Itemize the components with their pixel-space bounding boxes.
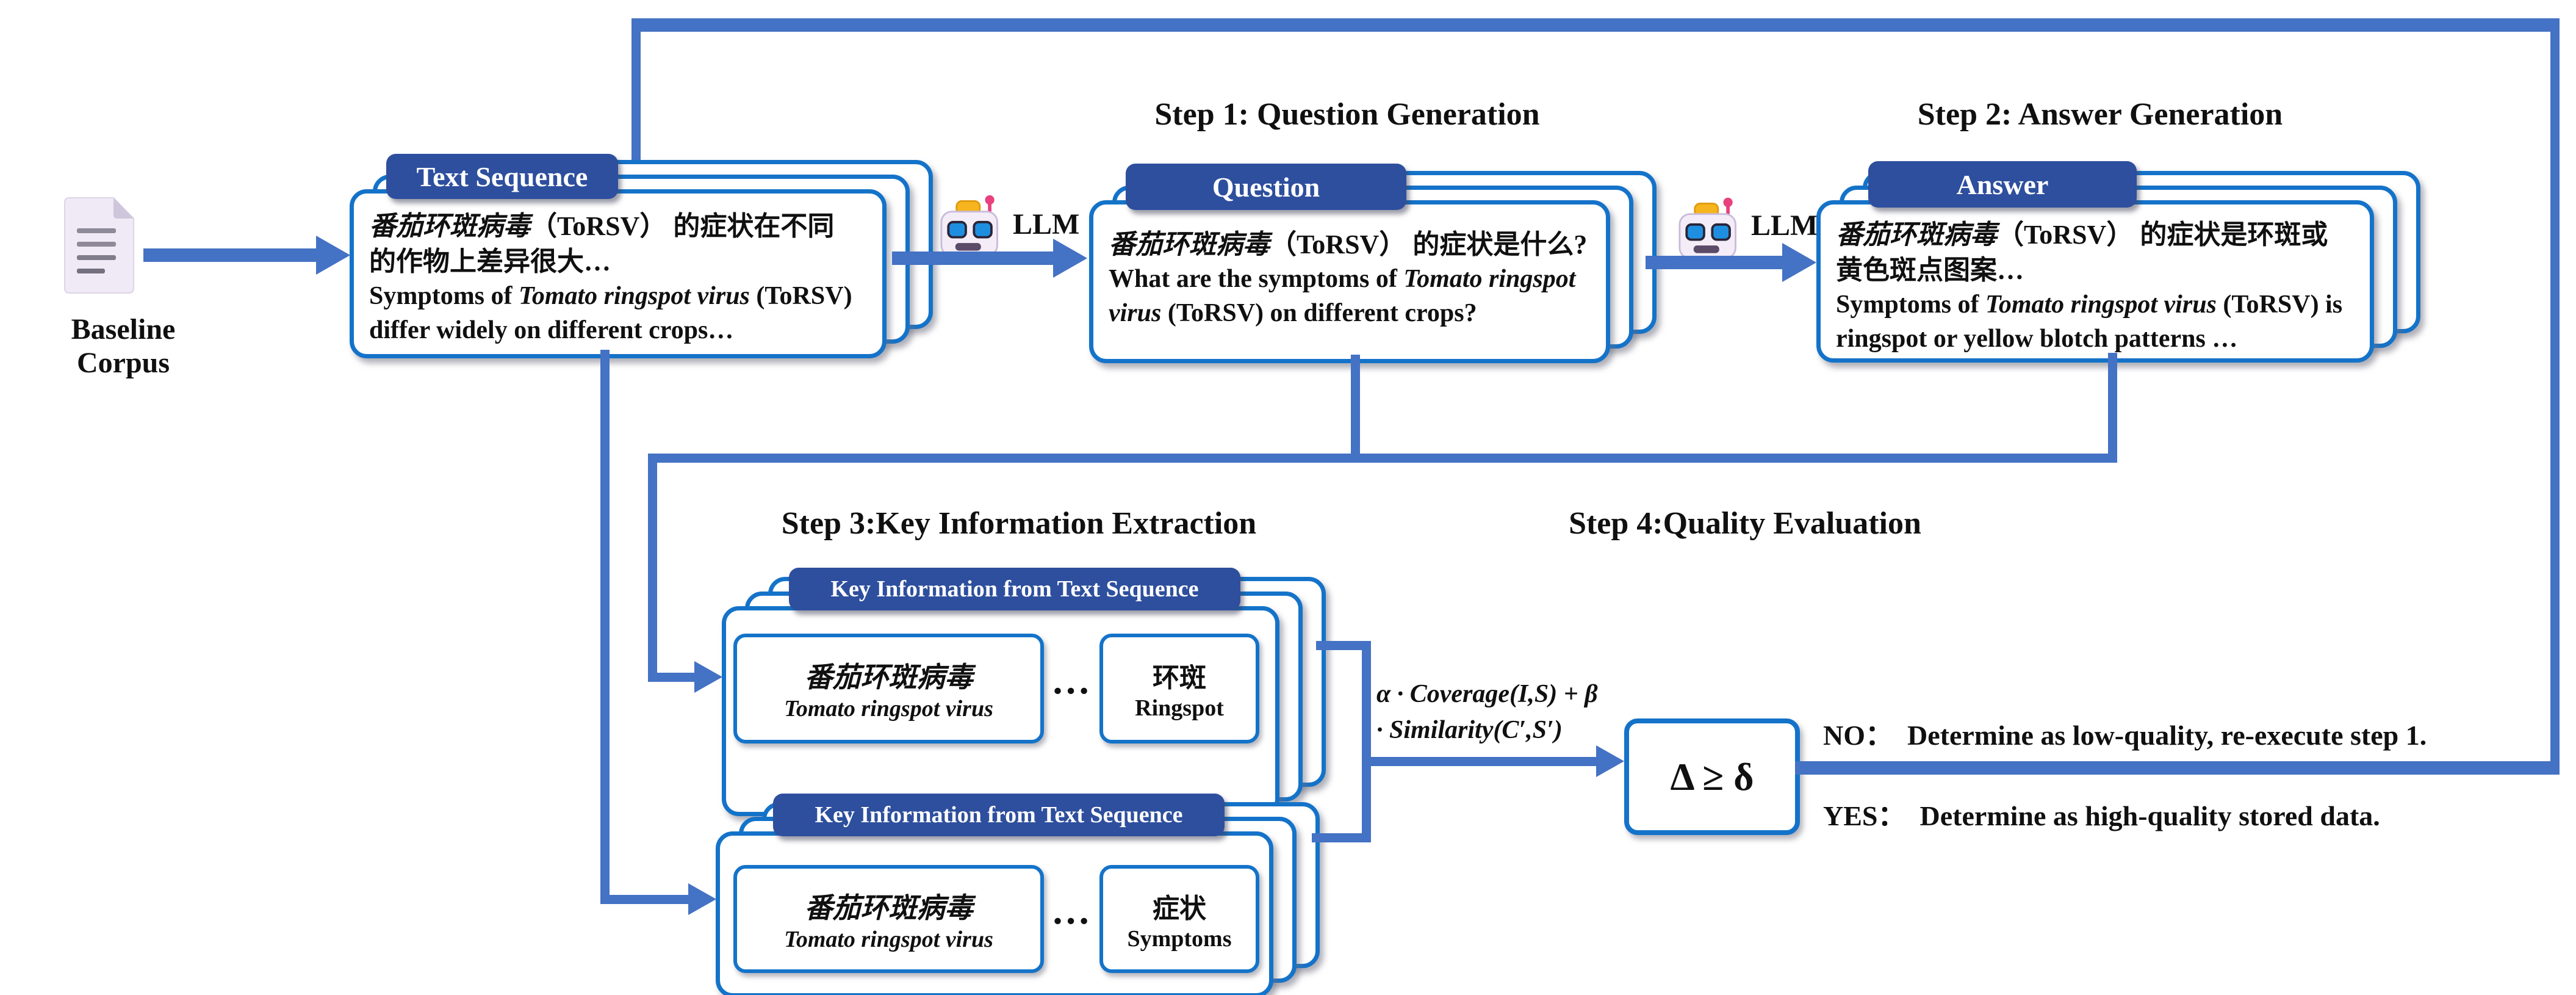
- keyinfo-top-item2: 环斑 Ringspot: [1099, 634, 1259, 744]
- feedback-right-line: [2550, 18, 2560, 770]
- question-content: 番茄环斑病毒（ToRSV） 的症状是什么? What are the sympt…: [1109, 227, 1588, 330]
- keyinfo-top-tab-label: Key Information from Text Sequence: [830, 576, 1199, 602]
- delta-arrow-icon: [1596, 745, 1624, 777]
- question-en-virus: Tomato ringspot virus: [1109, 265, 1576, 327]
- feedback-top-line: [631, 18, 2560, 32]
- keyinfo-bottom-tab-label: Key Information from Text Sequence: [815, 802, 1183, 828]
- text-sequence-tab: Text Sequence: [386, 154, 618, 199]
- answer-zh-virus: 番茄环斑病毒: [1836, 220, 1997, 250]
- keyinfo-top-item1: 番茄环斑病毒 Tomato ringspot virus: [733, 634, 1044, 744]
- llm-robot-icon: [940, 195, 998, 257]
- qa-to-keyinfo-line: [648, 454, 657, 682]
- arrow-corpus-head-icon: [316, 236, 350, 275]
- bracket-top-seg: [1316, 641, 1371, 650]
- bracket-vertical: [1362, 641, 1371, 842]
- answer-en-post: (ToRSV) is ringspot or yellow blotch pat…: [1836, 291, 2343, 353]
- threshold-label: Δ ≥ δ: [1670, 754, 1754, 798]
- question-en-pre: What are the symptoms of: [1109, 265, 1404, 294]
- answer-card: [1816, 200, 2374, 363]
- keyinfo-top-item1-zh: 番茄环斑病毒: [804, 662, 973, 693]
- textseq-en-pre: Symptoms of: [369, 282, 519, 311]
- llm1-label: LLM: [1013, 208, 1080, 241]
- keyinfo-top-item1-en: Tomato ringspot virus: [784, 696, 993, 722]
- keyinfo-top-item2-en: Ringspot: [1135, 695, 1224, 721]
- textseq-zh-rest: （ToRSV） 的症状在不同的作物上差异很大…: [369, 211, 835, 277]
- keyinfo-bottom-tab: Key Information from Text Sequence: [773, 794, 1225, 836]
- keyinfo-bottom-item1: 番茄环斑病毒 Tomato ringspot virus: [733, 865, 1044, 973]
- keyinfo-bottom-item1-zh: 番茄环斑病毒: [804, 892, 973, 924]
- question-tab: Question: [1126, 164, 1406, 210]
- textseq-to-keyinfo-line: [600, 350, 610, 904]
- feedback-left-line: [631, 18, 641, 183]
- formula-line2: · Similarity(C′,S′): [1376, 715, 1563, 744]
- no-result-text: NO： Determine as low-quality, re-execute…: [1823, 720, 2427, 751]
- corpus-label: Baseline Corpus: [71, 313, 176, 379]
- question-en-post: (ToRSV) on different crops?: [1161, 298, 1477, 327]
- question-tab-label: Question: [1212, 171, 1320, 203]
- answer-content: 番茄环斑病毒（ToRSV） 的症状是环斑或黄色斑点图案… Symptoms of…: [1836, 217, 2351, 356]
- document-icon: [64, 197, 134, 294]
- keyinfo-bottom-arrow-icon: [688, 883, 716, 915]
- step3-title: Step 3:Key Information Extraction: [781, 506, 1257, 541]
- textseq-zh-virus: 番茄环斑病毒: [369, 211, 530, 241]
- keyinfo-bottom-item2-en: Symptoms: [1127, 925, 1232, 952]
- qa-to-keyinfo-hseg: [648, 673, 697, 682]
- answer-en-pre: Symptoms of: [1836, 291, 1986, 319]
- answer-zh-rest: （ToRSV） 的症状是环斑或黄色斑点图案…: [1836, 220, 2328, 286]
- formula-line1: α · Coverage(I,S) + β: [1376, 680, 1598, 708]
- bracket-to-delta-line: [1362, 757, 1600, 766]
- question-down-line: [1351, 355, 1360, 462]
- keyinfo-top-arrow-icon: [694, 661, 722, 693]
- text-sequence-content: 番茄环斑病毒（ToRSV） 的症状在不同的作物上差异很大… Symptoms o…: [369, 209, 857, 347]
- answer-down-line: [2108, 353, 2117, 462]
- threshold-decision-box: Δ ≥ δ: [1624, 718, 1800, 835]
- question-zh-rest: （ToRSV） 的症状是什么?: [1270, 230, 1588, 259]
- keyinfo-top-item2-zh: 环斑: [1153, 663, 1206, 693]
- arrow-question-head-icon: [1053, 239, 1087, 278]
- evaluation-formula: α · Coverage(I,S) + β · Similarity(C′,S′…: [1376, 676, 1639, 748]
- answer-tab: Answer: [1868, 161, 2137, 208]
- arrow-corpus-to-textseq: [143, 248, 320, 262]
- keyinfo-bottom-ellipsis: …: [1051, 889, 1093, 932]
- keyinfo-top-ellipsis: …: [1051, 659, 1093, 702]
- step2-title: Step 2: Answer Generation: [1917, 97, 2283, 132]
- textseq-to-keyinfo-hseg: [600, 895, 689, 904]
- answer-tab-label: Answer: [1956, 168, 2049, 200]
- llm2-label: LLM: [1751, 209, 1818, 242]
- keyinfo-bottom-item2: 症状 Symptoms: [1099, 865, 1259, 973]
- bracket-bottom-seg: [1312, 833, 1371, 842]
- arrow-answer-head-icon: [1782, 243, 1816, 282]
- arrow-textseq-to-question: [892, 251, 1056, 265]
- no-output-line: [1795, 761, 2560, 775]
- answer-en-virus: Tomato ringspot virus: [1985, 291, 2217, 319]
- textseq-en-virus: Tomato ringspot virus: [519, 282, 750, 311]
- text-sequence-card: [350, 189, 887, 358]
- junction-line: [648, 454, 2117, 463]
- llm-robot-icon: [1678, 197, 1736, 259]
- keyinfo-bottom-item2-zh: 症状: [1153, 893, 1206, 924]
- textseq-en-post: (ToRSV) differ widely on different crops…: [369, 282, 852, 344]
- step4-title: Step 4:Quality Evaluation: [1569, 506, 1921, 541]
- step1-title: Step 1: Question Generation: [1154, 97, 1540, 132]
- arrow-question-to-answer: [1646, 256, 1785, 269]
- text-sequence-tab-label: Text Sequence: [416, 161, 588, 192]
- question-zh-virus: 番茄环斑病毒: [1109, 230, 1270, 259]
- yes-result-text: YES： Determine as high-quality stored da…: [1823, 800, 2380, 831]
- keyinfo-bottom-item1-en: Tomato ringspot virus: [784, 926, 993, 952]
- keyinfo-top-tab: Key Information from Text Sequence: [789, 568, 1240, 610]
